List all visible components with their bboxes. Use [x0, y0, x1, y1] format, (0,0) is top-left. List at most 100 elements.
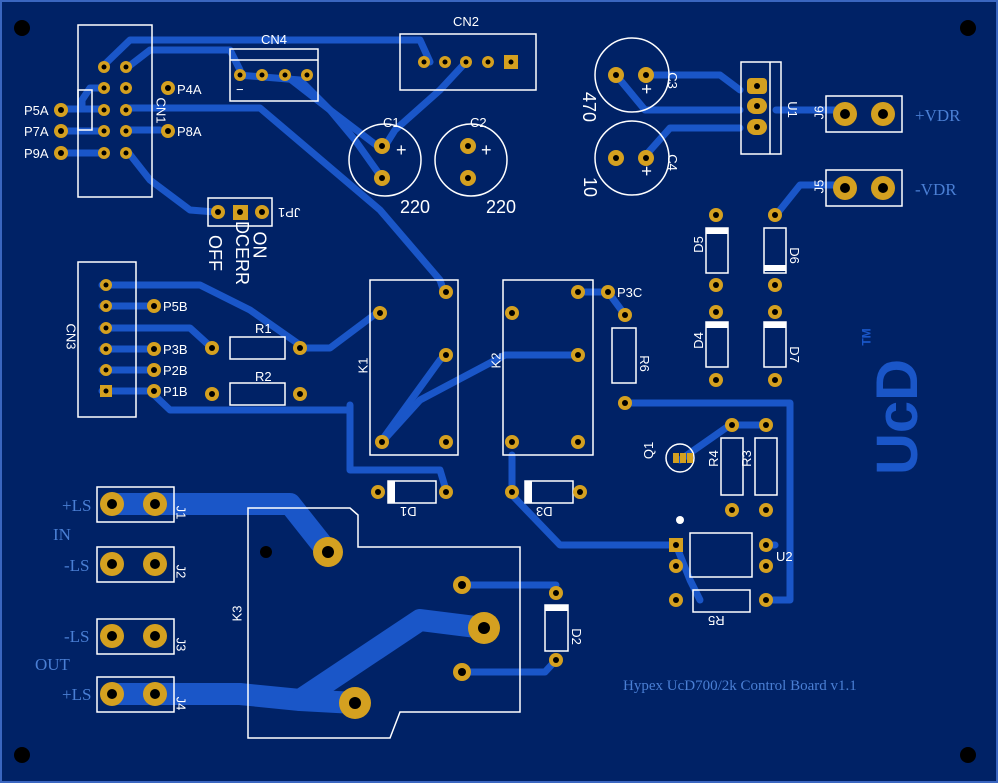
- c3-value: 470: [579, 91, 600, 123]
- cn3-label: CN3: [63, 323, 79, 350]
- c4-label: C4: [664, 154, 680, 171]
- jumper-off-label: OFF: [205, 235, 225, 271]
- pin-p8a: P8A: [177, 124, 202, 139]
- board-title: Hypex UcD700/2k Control Board v1.1: [623, 678, 857, 694]
- k3-outline: [247, 507, 521, 739]
- c2-label: C2: [470, 115, 487, 130]
- ucd-logo-tm: TM: [859, 328, 874, 346]
- c3-outline: [594, 37, 670, 113]
- pin-p2b: P2B: [163, 363, 188, 378]
- r2-outline: [229, 382, 286, 406]
- r6-label: R6: [636, 355, 652, 372]
- cn1-label: CN1: [153, 97, 169, 124]
- mounting-hole-tr: [960, 20, 976, 36]
- d2-label: D2: [568, 628, 584, 645]
- u2-outline: [689, 532, 753, 578]
- u2-pin1-mark: [676, 516, 684, 524]
- k3-label: K3: [229, 605, 245, 622]
- u1-label: U1: [784, 101, 800, 118]
- r3-outline: [754, 437, 778, 496]
- j4-label: J4: [173, 696, 189, 711]
- ucd-logo: UcD TM: [838, 328, 948, 506]
- c3-plus-mark: +: [636, 83, 657, 95]
- c2-plus-mark: +: [481, 140, 492, 160]
- j1-outline: [96, 486, 175, 523]
- k2-label: K2: [488, 352, 504, 369]
- jp1-outline: [207, 197, 273, 227]
- d3-label: D3: [536, 504, 553, 519]
- j4-plus-ls-label: +LS: [62, 685, 92, 704]
- r6-outline: [611, 327, 637, 384]
- pin-p5a: P5A: [24, 103, 49, 118]
- j2-minus-ls-label: -LS: [64, 556, 90, 575]
- ucd-logo-text: UcD: [865, 358, 930, 476]
- q1-label: Q1: [641, 441, 657, 460]
- mounting-hole-tl: [14, 20, 30, 36]
- pin-p9a: P9A: [24, 146, 49, 161]
- mounting-hole-bl: [14, 747, 30, 763]
- drill-holes: [58, 59, 888, 709]
- diode-bands: [388, 228, 786, 611]
- k1-label: K1: [355, 357, 371, 374]
- j3-minus-ls-label: -LS: [64, 627, 90, 646]
- r1-outline: [229, 336, 286, 360]
- signal-traces: [57, 36, 844, 676]
- jp1-label: JP1: [278, 205, 301, 220]
- u2-label: U2: [776, 549, 793, 564]
- d5-label: D5: [690, 236, 706, 253]
- power-traces: [101, 493, 495, 714]
- j1-label: J1: [173, 505, 189, 520]
- j6-label: J6: [811, 105, 827, 120]
- silkscreen: [77, 24, 903, 739]
- c1-label: C1: [383, 115, 400, 130]
- cn3-outline: [77, 261, 137, 418]
- cn4-outline: [229, 48, 319, 102]
- c1-outline: [348, 123, 422, 197]
- d6-outline: [763, 227, 787, 274]
- d4-label: D4: [690, 332, 706, 349]
- r4-outline: [720, 437, 744, 496]
- d7-label: D7: [786, 346, 802, 363]
- j4-outline: [96, 676, 175, 713]
- pin-p3b: P3B: [163, 342, 188, 357]
- k1-outline: [369, 279, 459, 456]
- plus-vdr-label: +VDR: [915, 106, 961, 125]
- pin-p3c: P3C: [617, 285, 643, 300]
- r1-label: R1: [255, 321, 272, 336]
- r3-label: R3: [738, 450, 754, 467]
- in-label: IN: [53, 525, 71, 544]
- c1-value: 220: [400, 197, 431, 217]
- r4-label: R4: [705, 450, 721, 467]
- pin-p5b: P5B: [163, 299, 188, 314]
- d6-label: D6: [786, 247, 802, 264]
- cn2-outline: [399, 33, 537, 91]
- pin-p4a: P4A: [177, 82, 202, 97]
- cn4-label: CN4: [261, 32, 288, 47]
- j3-outline: [96, 618, 175, 655]
- c2-outline: [434, 123, 508, 197]
- c4-plus-mark: +: [636, 165, 657, 177]
- j5-label: J5: [811, 179, 827, 194]
- c4-value: 10: [580, 176, 601, 198]
- minus-vdr-label: -VDR: [915, 180, 957, 199]
- c4-outline: [594, 120, 670, 196]
- pin-p1b: P1B: [163, 384, 188, 399]
- pin-p7a: P7A: [24, 124, 49, 139]
- cn2-label: CN2: [453, 14, 480, 29]
- j2-outline: [96, 546, 175, 583]
- jumper-on-label: ON: [249, 231, 270, 259]
- c1-plus-mark: +: [396, 140, 407, 160]
- cn4-minus-mark: −: [236, 82, 244, 97]
- q1-outline: [665, 443, 695, 473]
- j1-plus-ls-label: +LS: [62, 496, 92, 515]
- k3-hole: [260, 546, 272, 558]
- j5-outline: [825, 169, 903, 207]
- out-label: OUT: [35, 655, 70, 674]
- j6-outline: [825, 95, 903, 133]
- mounting-hole-br: [960, 747, 976, 763]
- k2-outline: [502, 279, 594, 456]
- r5-label: R5: [708, 613, 725, 628]
- d1-label: D1: [400, 504, 417, 519]
